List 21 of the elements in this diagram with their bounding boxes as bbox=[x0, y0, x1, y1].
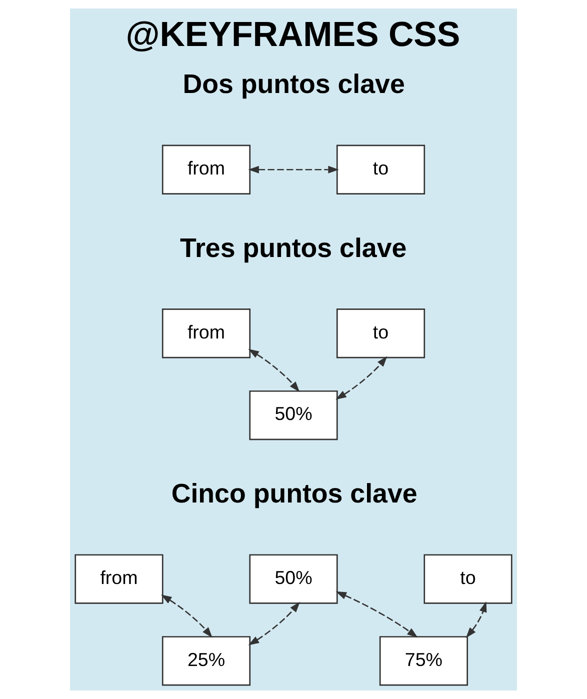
node-box: to bbox=[336, 308, 426, 358]
node-box: 50% bbox=[249, 390, 338, 440]
arrow bbox=[248, 602, 300, 646]
node-box: from bbox=[162, 308, 251, 358]
label: Dos puntos clave bbox=[182, 69, 405, 100]
node-box: to bbox=[424, 554, 512, 604]
arrow bbox=[336, 356, 388, 400]
label: Cinco puntos clave bbox=[171, 478, 418, 509]
node-box: 25% bbox=[162, 636, 251, 686]
diagram-title: @KEYFRAMES CSS bbox=[126, 14, 460, 54]
node-box: 75% bbox=[379, 636, 468, 686]
node-box: from bbox=[162, 144, 251, 194]
node-box: to bbox=[336, 144, 426, 194]
node-box: 50% bbox=[249, 554, 338, 604]
label: Tres puntos clave bbox=[180, 232, 407, 263]
arrow bbox=[160, 594, 212, 638]
arrow bbox=[336, 591, 418, 638]
arrow bbox=[248, 166, 339, 174]
arrow bbox=[248, 348, 300, 392]
arrow bbox=[466, 601, 487, 638]
node-box: from bbox=[74, 554, 164, 604]
